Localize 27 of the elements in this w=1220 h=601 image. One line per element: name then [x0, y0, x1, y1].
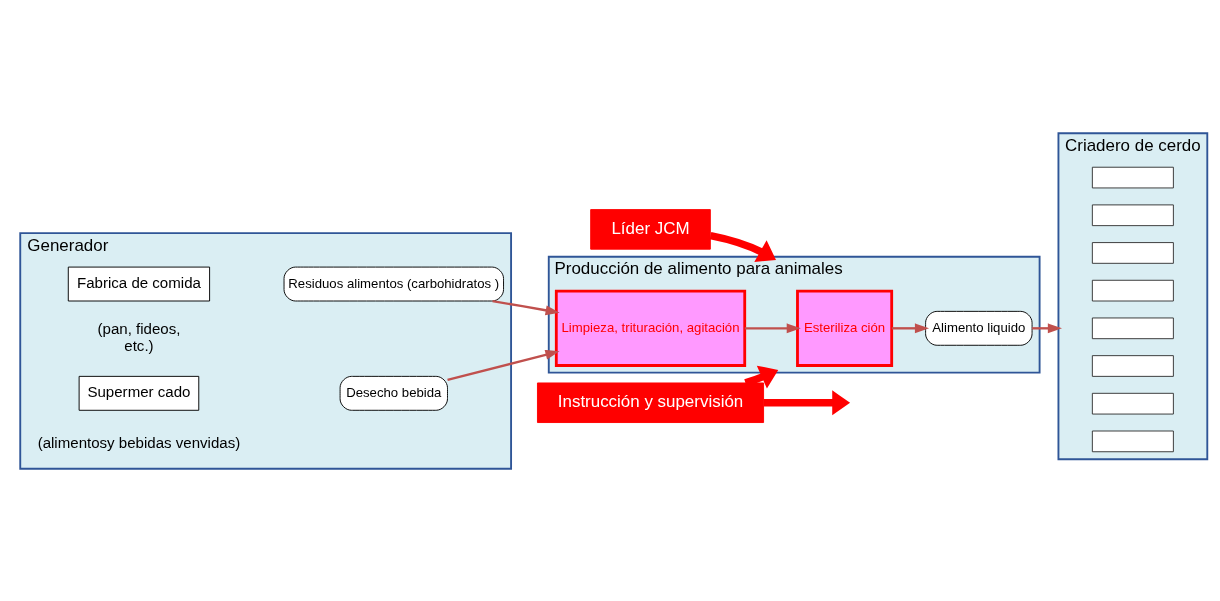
arrow [447, 349, 560, 381]
node-box: Residuos alimentos (carbohidratos ) [283, 266, 504, 301]
node-box: Esteriliza ción [796, 289, 894, 367]
node-box [1091, 166, 1174, 188]
node-box [1091, 241, 1174, 264]
node-box: Fabrica de comida [67, 266, 211, 301]
node-box: Desecho bebida [339, 375, 448, 411]
node-box [1091, 354, 1174, 377]
node-box [1091, 203, 1174, 226]
arrow [709, 231, 776, 262]
node-box [1091, 430, 1174, 452]
node-box: Supermer cado [78, 375, 200, 411]
node-label: (pan, fideos, etc.) [97, 319, 181, 354]
node-box [1091, 317, 1174, 339]
node-box [1091, 392, 1174, 415]
node-box: Líder JCM [590, 208, 711, 250]
node-box: Alimento liquido [925, 310, 1033, 346]
node-box: Instrucción y supervisión [537, 382, 765, 423]
arrow [763, 389, 851, 415]
arrow [744, 322, 801, 333]
arrow [891, 322, 930, 333]
arrow [744, 365, 779, 389]
node-box [1091, 279, 1174, 301]
label: (alimentosy bebidas venvidas) [37, 433, 241, 451]
arrow [492, 299, 560, 315]
cluster: Criadero de cerdo [1057, 131, 1209, 460]
node-box: Limpieza, trituración, agitación [554, 289, 747, 367]
